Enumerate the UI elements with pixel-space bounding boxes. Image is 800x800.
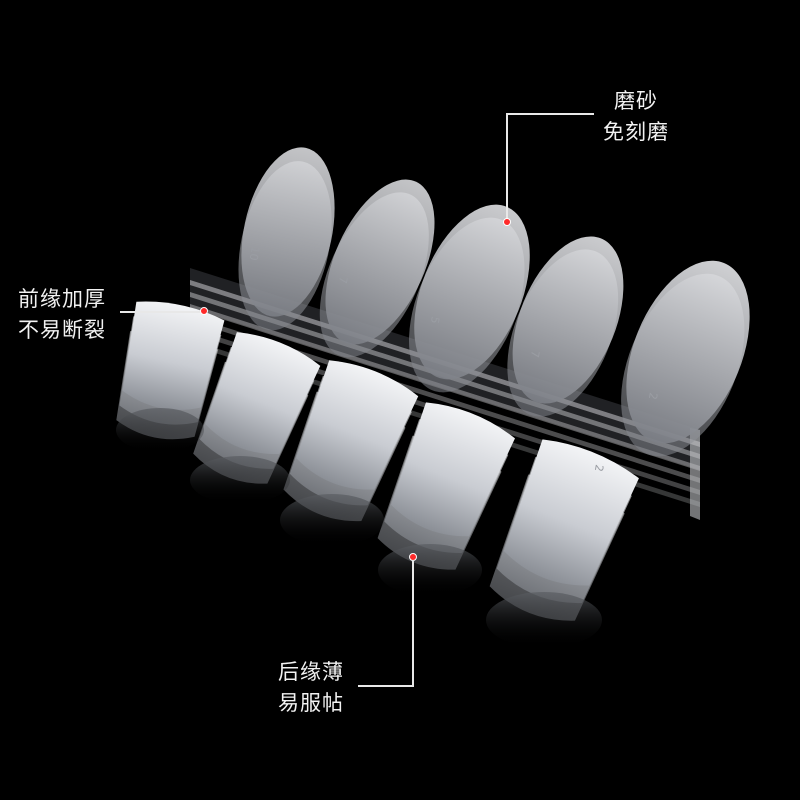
callout-thick-front-marker xyxy=(200,307,208,315)
tip-number: 5 xyxy=(428,315,442,324)
callout-thin-back-line1: 后缘薄 xyxy=(278,660,344,684)
tip-number: 2 xyxy=(646,391,660,400)
back-row-tips xyxy=(238,147,750,457)
callout-thin-back: 后缘薄 易服帖 xyxy=(278,657,344,719)
callout-matte-marker xyxy=(503,218,511,226)
tip-number: 7 xyxy=(528,349,542,358)
tip-reflections xyxy=(116,408,602,648)
callout-thin-back-hline xyxy=(358,685,414,687)
callout-matte-vline xyxy=(506,113,508,221)
callout-thin-back-line2: 易服帖 xyxy=(278,691,344,715)
tip-number: 2 xyxy=(592,463,606,472)
callout-thick-front-line xyxy=(120,311,202,313)
callout-matte: 磨砂 免刻磨 xyxy=(603,86,669,148)
front-row-tips xyxy=(116,301,639,621)
callout-matte-line1: 磨砂 xyxy=(614,89,658,113)
tip-size-numbers: 10 7 5 2 7 2 xyxy=(247,245,660,472)
callout-thick-front-line1: 前缘加厚 xyxy=(18,287,106,311)
callout-thin-back-vline xyxy=(412,560,414,685)
tip-number: 10 xyxy=(247,245,262,261)
tip-number: 7 xyxy=(336,275,350,284)
callout-thick-front: 前缘加厚 不易断裂 xyxy=(18,284,106,346)
callout-thick-front-line2: 不易断裂 xyxy=(18,318,106,342)
callout-matte-line2: 免刻磨 xyxy=(603,120,669,144)
callout-matte-hline xyxy=(506,113,594,115)
